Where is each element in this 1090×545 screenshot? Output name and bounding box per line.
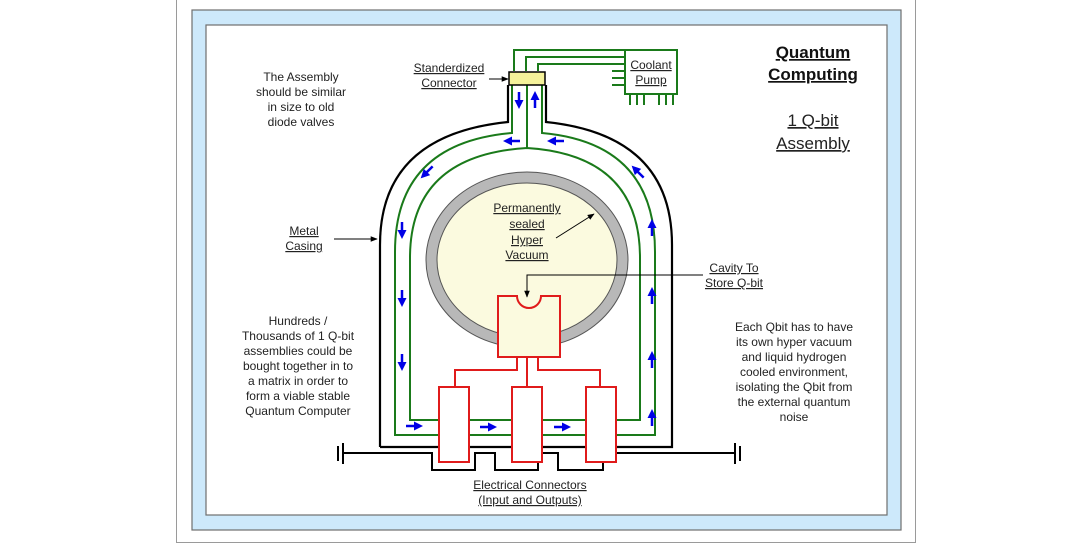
- flow-arrow-right-2: [647, 287, 657, 304]
- note-line: the external quantum: [738, 395, 851, 409]
- label-pump-1: Coolant: [630, 58, 672, 72]
- metal-casing: [378, 85, 674, 449]
- connector-pin-1: [438, 386, 470, 463]
- label-casing-1: Metal: [289, 224, 318, 238]
- label-electrical-1: Electrical Connectors: [473, 478, 586, 492]
- flow-arrow-bottom-2: [480, 422, 497, 432]
- note-line: Each Qbit has to have: [735, 320, 853, 334]
- flow-arrow-right-1: [647, 219, 657, 236]
- note-line: The Assembly: [263, 70, 338, 84]
- label-casing-2: Casing: [285, 239, 322, 253]
- electrical-base: [337, 443, 741, 471]
- flow-arrows: [397, 91, 657, 432]
- note-line: Thousands of 1 Q-bit: [242, 329, 355, 343]
- flow-arrow-up-right-pipe-1: [530, 91, 540, 108]
- note-line: should be similar: [256, 85, 346, 99]
- subtitle-line-1: 1 Q-bit: [787, 111, 838, 130]
- note-line: in size to old: [268, 100, 335, 114]
- note-line: cooled environment,: [740, 365, 848, 379]
- note-matrix: Hundreds / Thousands of 1 Q-bit assembli…: [242, 314, 355, 418]
- note-assembly-size: The Assembly should be similar in size t…: [256, 70, 346, 129]
- label-connector-1: Standerdized: [414, 61, 485, 75]
- flow-arrow-top-right: [547, 136, 564, 146]
- note-line: Hundreds /: [269, 314, 328, 328]
- label-cavity-2: Store Q-bit: [705, 276, 764, 290]
- flow-arrow-right-3: [647, 351, 657, 368]
- note-line: bought together in to: [243, 359, 353, 373]
- qbit-cavity-block: [497, 295, 561, 358]
- note-line: Quantum Computer: [245, 404, 350, 418]
- label-connector-2: Connector: [421, 76, 476, 90]
- flow-arrow-top-left: [503, 136, 520, 146]
- label-pump-2: Pump: [635, 73, 667, 87]
- label-vacuum-4: Vacuum: [505, 248, 548, 262]
- subtitle-line-2: Assembly: [776, 134, 850, 153]
- note-line: and liquid hydrogen: [742, 350, 847, 364]
- flow-arrow-bottom-1: [406, 421, 423, 431]
- annotation-leaders: [334, 76, 703, 298]
- label-vacuum-1: Permanently: [493, 201, 560, 215]
- flow-arrow-bottom-3: [554, 422, 571, 432]
- label-cavity-1: Cavity To: [709, 261, 758, 275]
- label-vacuum-2: sealed: [509, 217, 544, 231]
- note-line: a matrix in order to: [248, 374, 348, 388]
- flow-arrow-left-2: [397, 290, 407, 307]
- title-line-2: Computing: [768, 65, 858, 84]
- title-line-1: Quantum: [776, 43, 851, 62]
- label-electrical-2: (Input and Outputs): [478, 493, 581, 507]
- note-line: diode valves: [268, 115, 335, 129]
- flow-arrow-left-3: [397, 354, 407, 371]
- standardized-connector: [508, 71, 546, 86]
- note-line: form a viable stable: [246, 389, 350, 403]
- note-line: isolating the Qbit from: [736, 380, 853, 394]
- flow-arrow-corner-right: [647, 409, 657, 426]
- connector-pin-3: [585, 386, 617, 463]
- flow-arrow-down-left-pipe-1: [514, 92, 524, 109]
- label-vacuum-3: Hyper: [511, 233, 543, 247]
- flow-arrow-left-1: [397, 222, 407, 239]
- note-line: noise: [780, 410, 809, 424]
- note-line: its own hyper vacuum: [736, 335, 852, 349]
- note-line: assemblies could be: [244, 344, 353, 358]
- connector-pin-2: [511, 386, 543, 463]
- note-qbit-environment: Each Qbit has to have its own hyper vacu…: [735, 320, 853, 424]
- qbit-circuit: [438, 295, 617, 463]
